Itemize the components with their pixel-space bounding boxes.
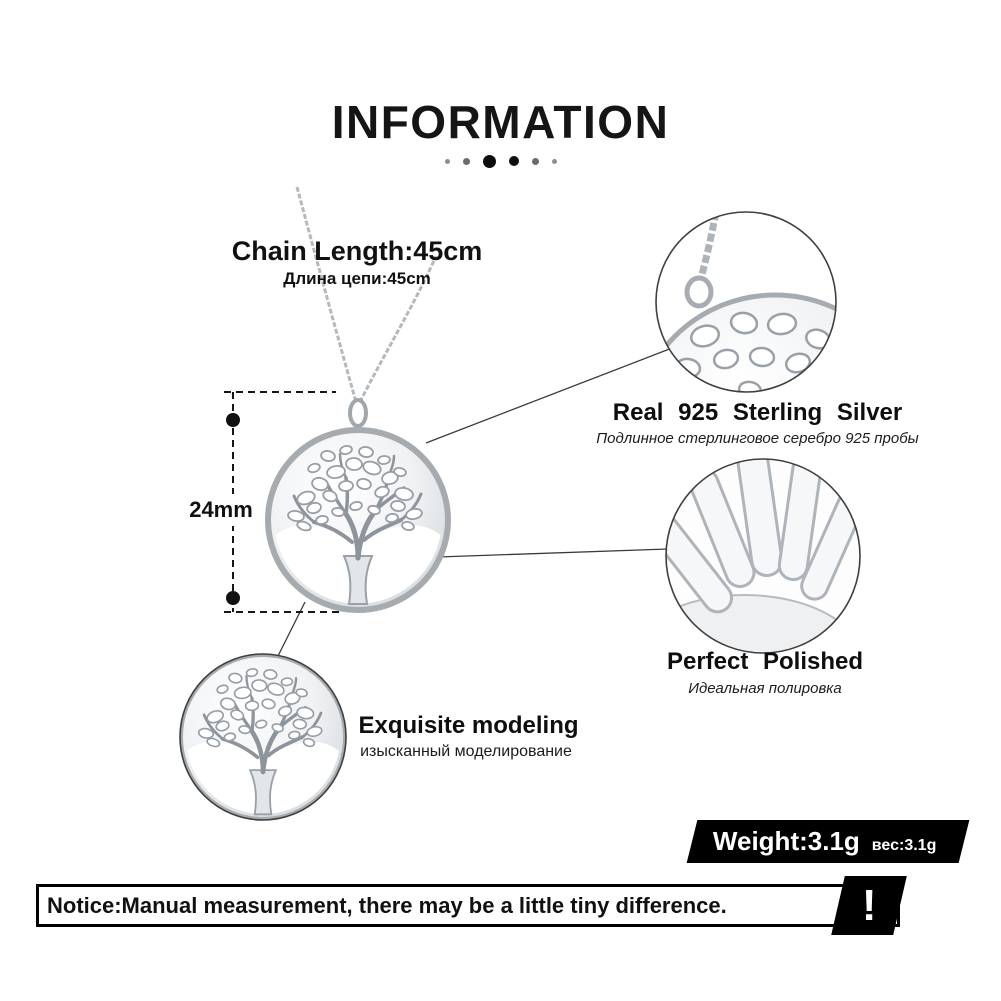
feature-modeling-title: Exquisite modeling: [358, 712, 579, 739]
chain-length-label-ru: Длина цепи:45cm: [283, 269, 431, 288]
chain-length-label: Chain Length:45cm: [231, 236, 483, 266]
pendant-tree-of-life: [268, 430, 448, 610]
notice-bar: Notice:Manual measurement, there may be …: [36, 884, 900, 927]
weight-label: Weight:3.1g: [712, 826, 860, 856]
dot-icon: [462, 157, 470, 165]
notice-text: Notice:Manual measurement, there may be …: [47, 892, 727, 918]
exclamation-mark: !: [861, 880, 877, 930]
feature-silver-title: Real 925 Sterling Silver: [612, 399, 903, 426]
pendant-size-label: 24mm: [182, 494, 260, 526]
feature-modeling-subtitle: изысканный моделирование: [360, 743, 572, 760]
chain-closeup: [697, 212, 720, 279]
dot-icon: [531, 157, 539, 165]
feature-silver-subtitle: Подлинное стерлинговое серебро 925 пробы: [596, 430, 919, 447]
dot-icon: [551, 158, 557, 164]
feature-polished-title: Perfect Polished: [666, 648, 864, 675]
page-title: INFORMATION: [331, 96, 670, 148]
feature-polished-subtitle: Идеальная полировка: [688, 680, 842, 697]
necklace-chain: [295, 186, 438, 403]
decorative-dots: [0, 153, 1001, 169]
dimension-dot-top: [226, 413, 240, 427]
callout-pendant-detail: [179, 653, 347, 821]
dimension-dot-bottom: [226, 591, 240, 605]
weight-label-ru: вес:3.1g: [871, 837, 937, 854]
weight-banner: Weight:3.1g вес:3.1g: [686, 820, 970, 863]
dot-icon: [444, 158, 450, 164]
pendant-bail: [348, 398, 368, 428]
dot-icon: [508, 156, 519, 166]
jump-ring: [684, 275, 714, 309]
dot-icon: [482, 154, 496, 168]
callout-silver-detail: [655, 211, 837, 393]
